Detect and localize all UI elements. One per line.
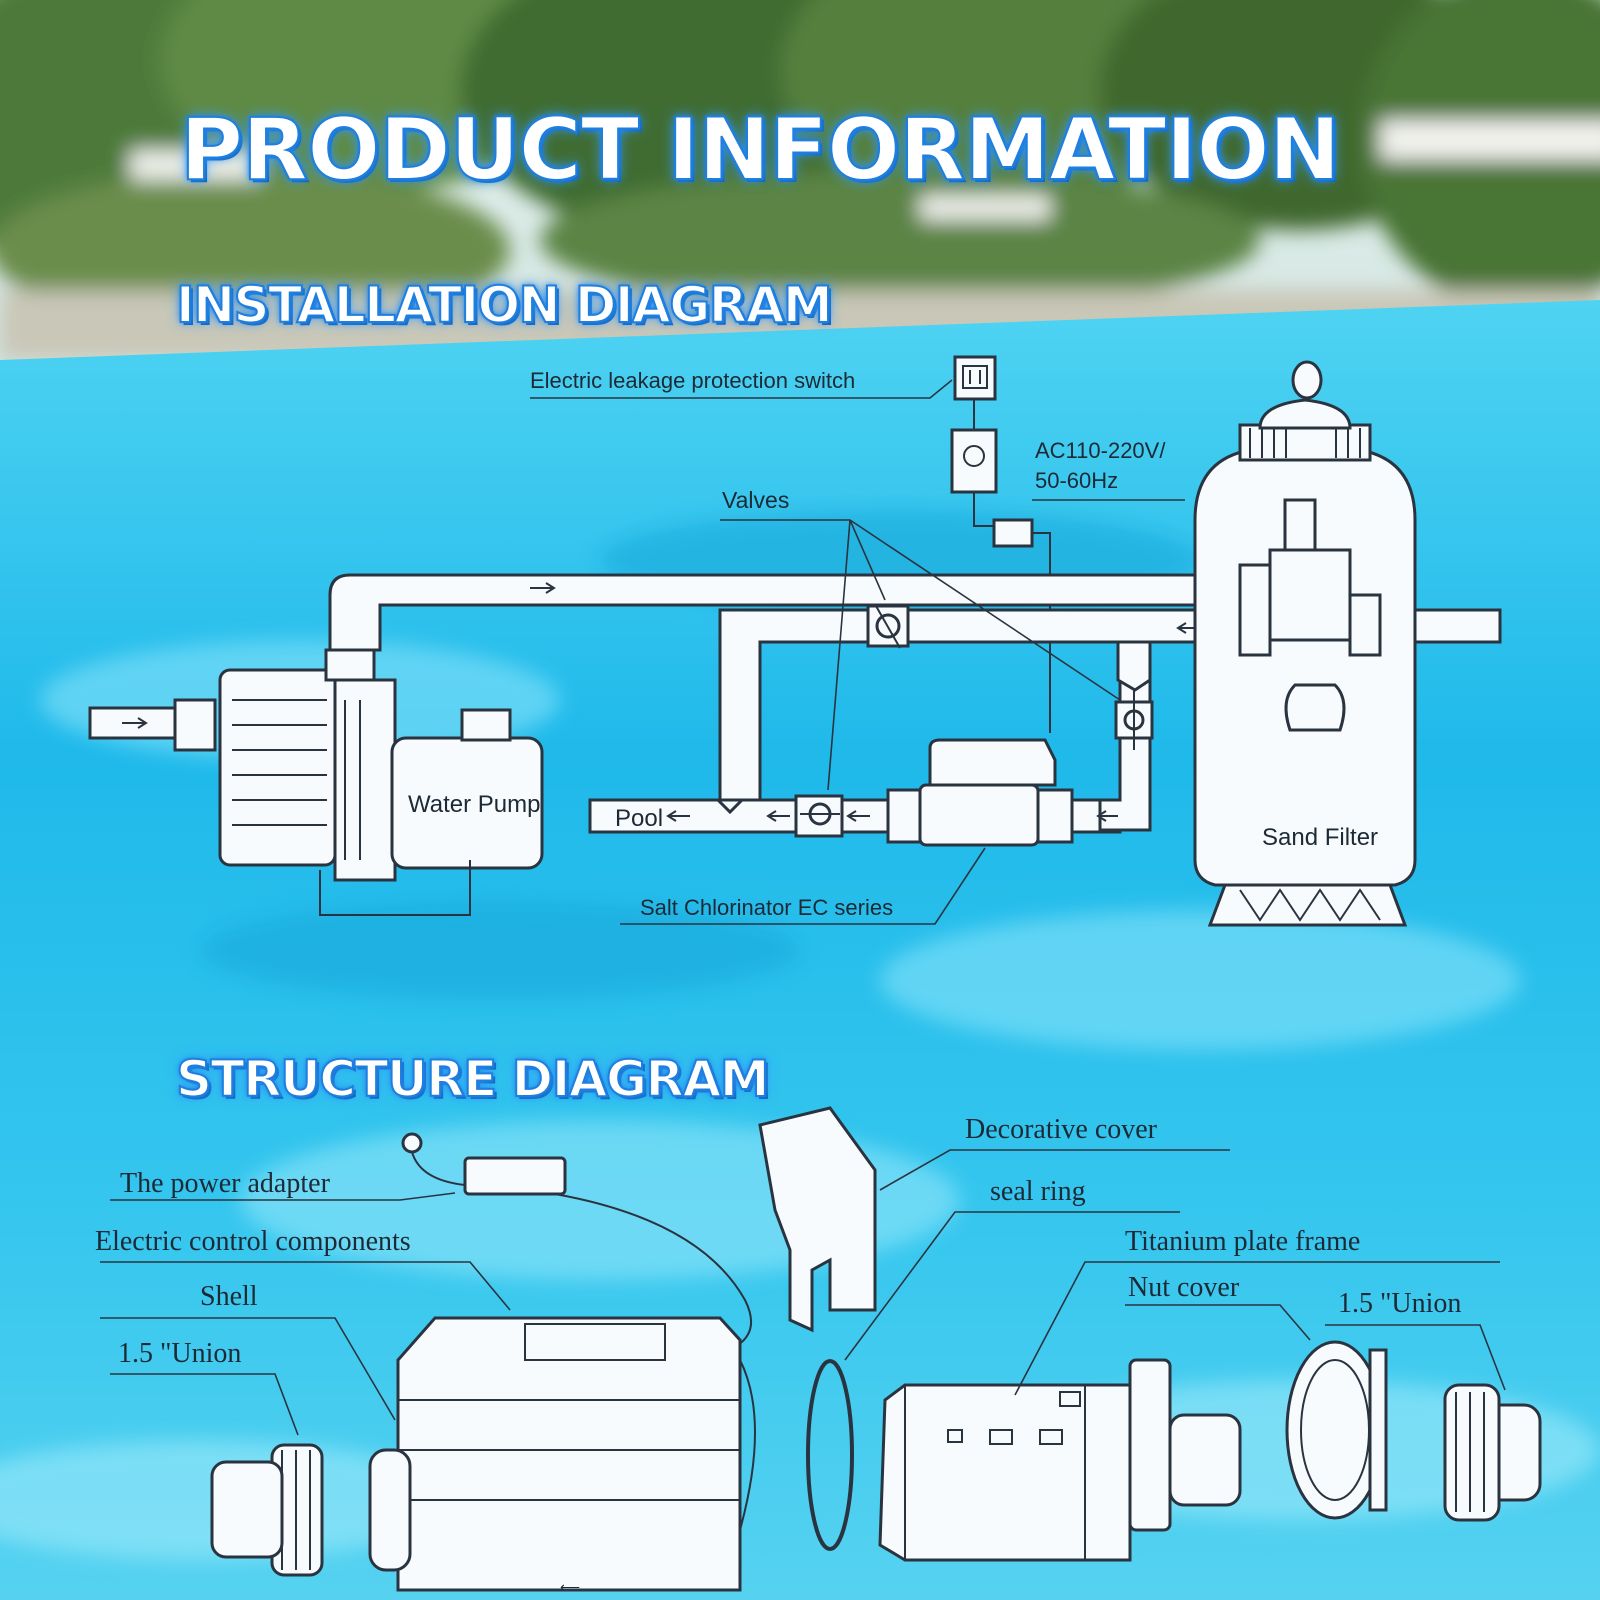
leakage-switch <box>950 355 1051 733</box>
valve-right <box>1114 690 1154 750</box>
shell-label: Shell <box>200 1281 258 1312</box>
sand-filter-label: Sand Filter <box>1262 824 1378 851</box>
sand-filter: Sand Filter <box>1193 360 1417 927</box>
nut-cover-label: Nut cover <box>1128 1272 1240 1303</box>
power-spec-line1: AC110-220V/ <box>1035 438 1166 463</box>
power-spec-line2: 50-60Hz <box>1035 468 1118 493</box>
structure-diagram-heading: STRUCTURE DIAGRAM <box>175 1049 770 1109</box>
seal-ring-label: seal ring <box>990 1176 1086 1207</box>
nut-cover <box>1285 1340 1388 1520</box>
decorative-cover-label: Decorative cover <box>965 1114 1158 1145</box>
valve-top <box>866 604 910 649</box>
installation-diagram: Electric leakage protection switch AC110… <box>88 355 1502 927</box>
union-right <box>1443 1383 1542 1522</box>
seal-ring <box>806 1359 854 1551</box>
titanium-frame-label: Titanium plate frame <box>1125 1226 1360 1257</box>
power-adapter <box>401 1132 753 1346</box>
main-title: PRODUCT INFORMATION <box>179 99 1342 201</box>
union-left <box>210 1443 324 1577</box>
electric-control-label: Electric control components <box>95 1226 411 1257</box>
chlorinator-main-unit: ⟵ <box>368 1316 756 1595</box>
water-pump: Water Pump <box>173 648 544 916</box>
salt-chlorinator-label: Salt Chlorinator EC series <box>640 895 893 920</box>
valve-bottom <box>794 794 844 838</box>
water-pump-label: Water Pump <box>408 791 540 818</box>
union-left-label: 1.5 "Union <box>118 1338 241 1369</box>
power-adapter-label: The power adapter <box>120 1168 331 1199</box>
flow-arrows <box>122 582 1200 822</box>
decorative-cover <box>758 1106 877 1333</box>
pool-label: Pool <box>615 805 663 832</box>
titanium-plate-frame <box>878 1358 1242 1562</box>
valves-label: Valves <box>722 487 789 513</box>
svg-text:⟵: ⟵ <box>560 1579 580 1595</box>
salt-chlorinator <box>886 738 1074 847</box>
structure-diagram: The power adapter Decorative cover ⟵ Ele… <box>95 1106 1542 1595</box>
leakage-switch-label: Electric leakage protection switch <box>530 368 855 393</box>
union-right-label: 1.5 "Union <box>1338 1288 1461 1319</box>
installation-diagram-heading: INSTALLATION DIAGRAM <box>175 275 834 335</box>
